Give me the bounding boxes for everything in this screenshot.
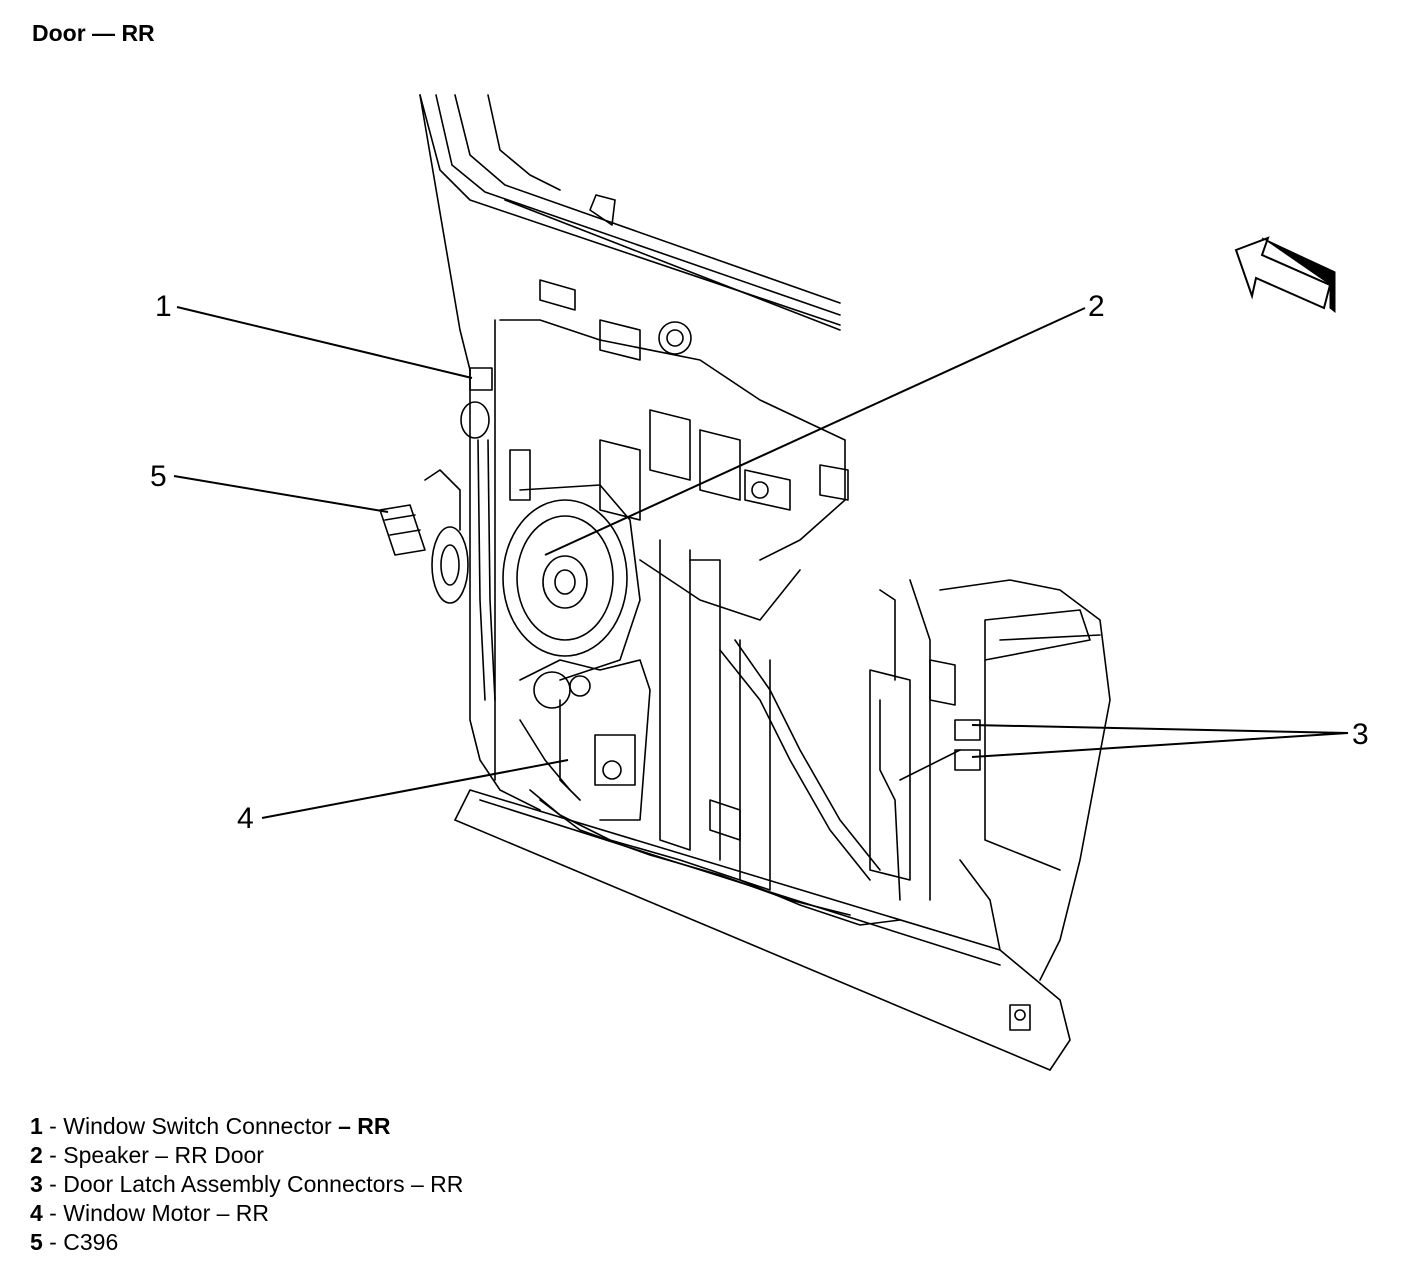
c396-connector — [379, 469, 469, 604]
callout-4: 4 — [237, 802, 254, 835]
callout-3: 3 — [1352, 718, 1369, 751]
wiring-harness — [529, 699, 961, 926]
legend-item-1: 1 - Window Switch Connector – RR — [30, 1112, 463, 1141]
legend-separator: - — [42, 1171, 64, 1197]
legend-separator: - — [42, 1200, 64, 1226]
door-latch-area — [869, 579, 981, 901]
leader-lines — [173, 306, 1349, 819]
legend-label: Speaker – RR Door — [63, 1142, 264, 1168]
window-frame — [419, 94, 841, 371]
legend-label: C396 — [63, 1229, 119, 1255]
legend-separator: - — [42, 1229, 64, 1255]
window-motor — [519, 659, 651, 821]
callout-1: 1 — [155, 290, 172, 323]
legend-number: 3 — [30, 1171, 43, 1197]
inner-panel — [469, 279, 849, 811]
legend-number: 5 — [30, 1229, 43, 1255]
leader-line-3a — [971, 724, 1349, 734]
direction-arrow-icon — [1234, 236, 1336, 314]
leader-line-3b — [971, 732, 1349, 758]
speaker — [502, 484, 641, 681]
legend-label: Door Latch Assembly Connectors – RR — [63, 1171, 464, 1197]
legend-separator: - — [42, 1142, 64, 1168]
legend-label: Window Switch Connector — [63, 1113, 332, 1139]
page-title: Door — RR — [32, 20, 155, 46]
legend-qualifier: – RR — [331, 1113, 391, 1139]
legend-item-3: 3 - Door Latch Assembly Connectors – RR — [30, 1170, 463, 1199]
leader-line-5 — [173, 475, 389, 513]
legend-number: 4 — [30, 1200, 43, 1226]
callout-2: 2 — [1088, 290, 1105, 323]
legend-item-5: 5 - C396 — [30, 1228, 463, 1257]
legend-number: 1 — [30, 1113, 43, 1139]
legend: 1 - Window Switch Connector – RR 2 - Spe… — [30, 1112, 463, 1257]
window-switch-connector — [460, 367, 496, 701]
legend-item-4: 4 - Window Motor – RR — [30, 1199, 463, 1228]
legend-item-2: 2 - Speaker – RR Door — [30, 1141, 463, 1170]
reinforcement-beams — [639, 539, 881, 891]
legend-separator: - — [42, 1113, 64, 1139]
legend-number: 2 — [30, 1142, 43, 1168]
legend-label: Window Motor – RR — [63, 1200, 270, 1226]
callout-5: 5 — [150, 460, 167, 493]
leader-line-1 — [176, 306, 473, 379]
leader-line-4 — [261, 759, 569, 819]
leader-line-2 — [544, 307, 1086, 556]
door-shell — [454, 579, 1111, 1071]
